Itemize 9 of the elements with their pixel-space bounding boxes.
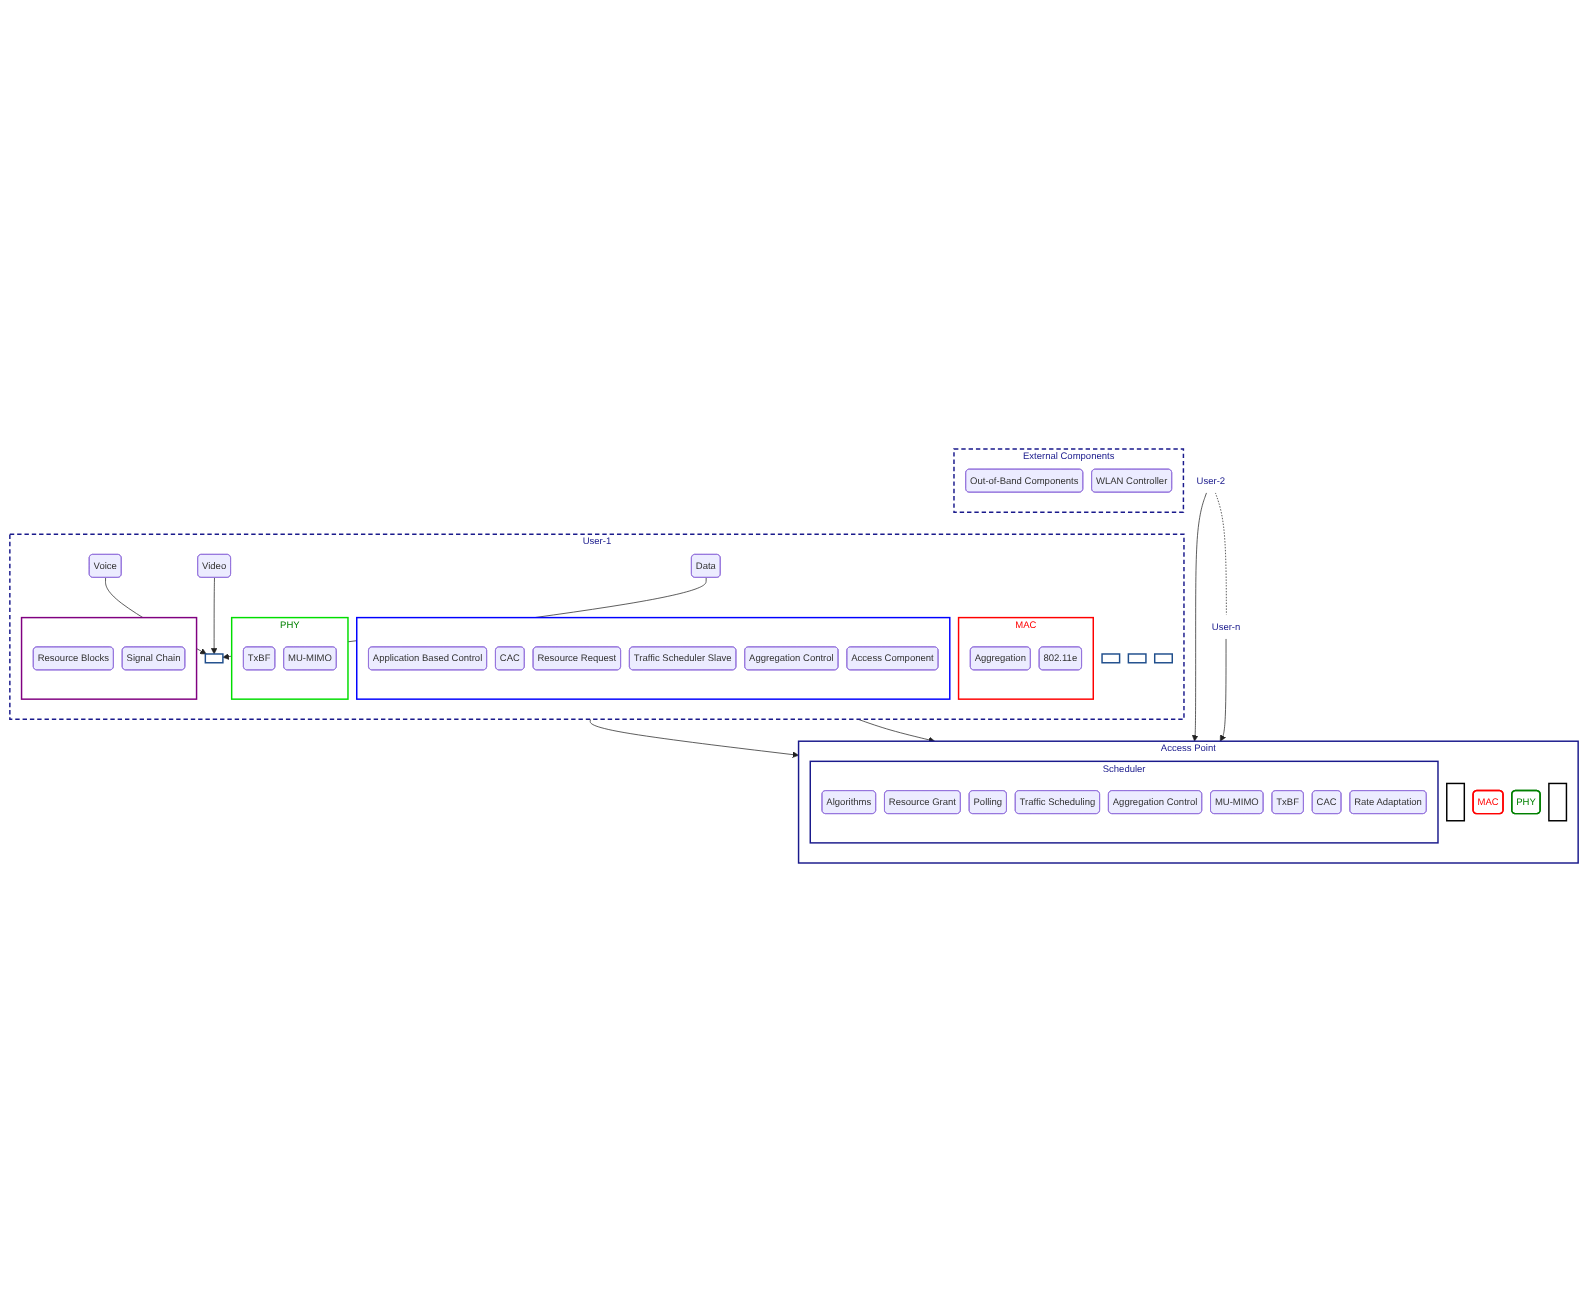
node-bar bbox=[1101, 652, 1121, 663]
cluster bbox=[356, 615, 951, 699]
cluster bbox=[20, 615, 198, 699]
node-box bbox=[1446, 781, 1466, 821]
node-bar bbox=[1127, 652, 1147, 663]
connector bbox=[1214, 491, 1227, 615]
node-bar bbox=[1154, 652, 1173, 663]
node-box bbox=[1548, 781, 1568, 821]
node-bar bbox=[204, 652, 224, 663]
